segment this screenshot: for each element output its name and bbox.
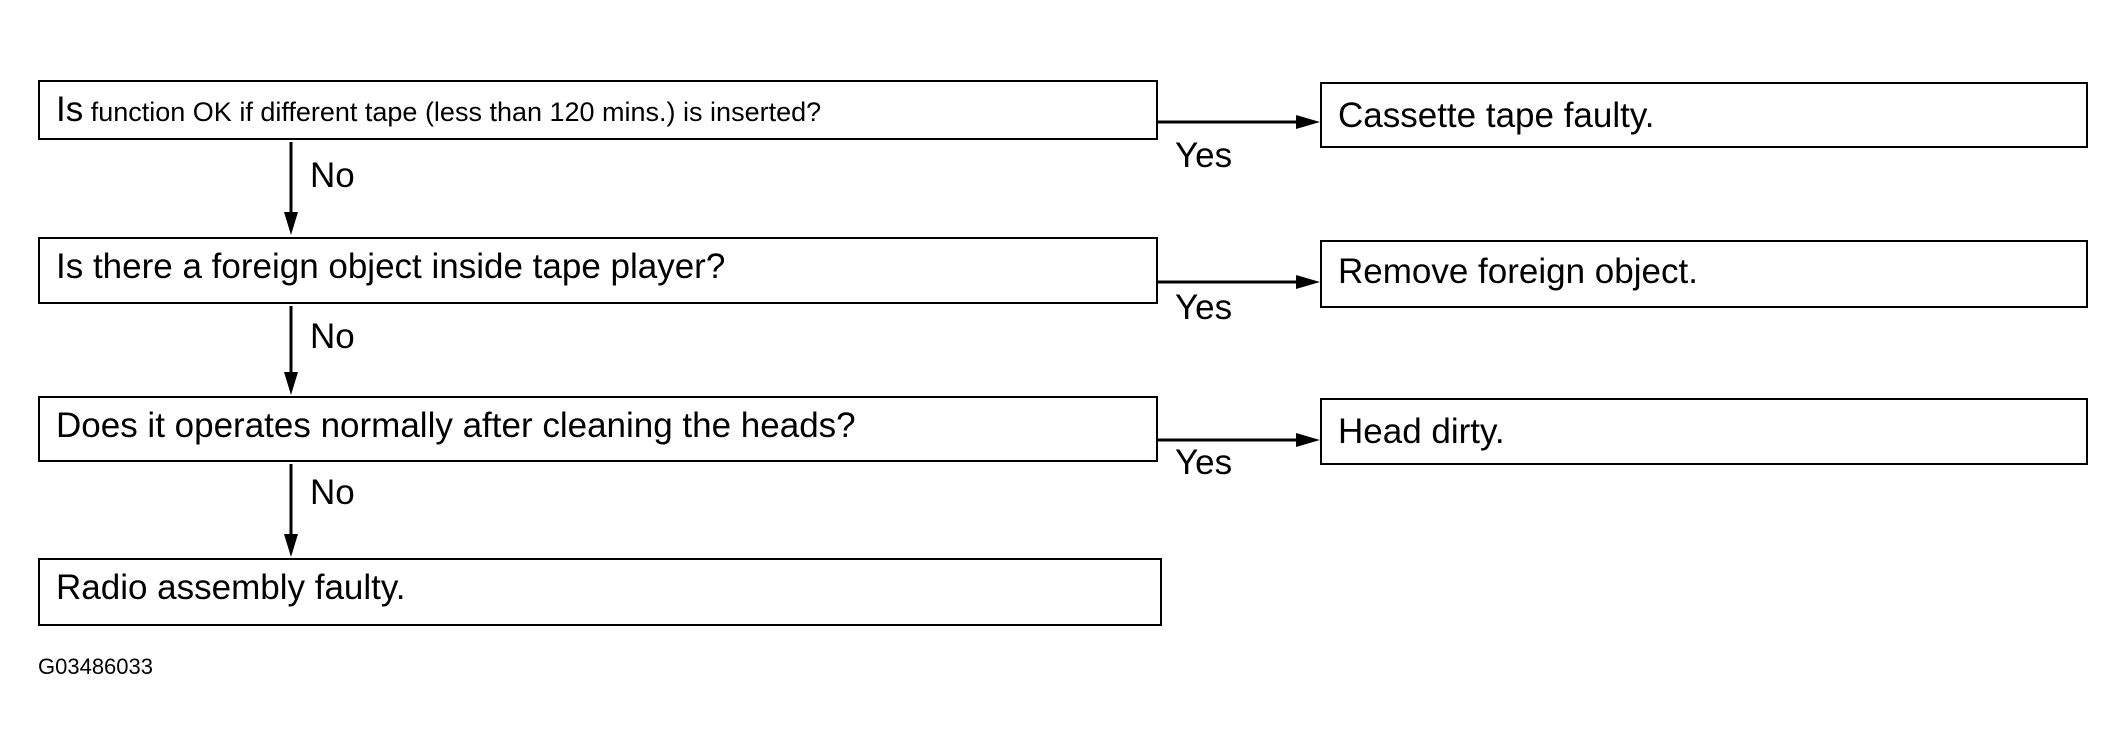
outcome-3-text: Head dirty. — [1338, 412, 1505, 451]
final-outcome-text: Radio assembly faulty. — [56, 568, 406, 607]
question-box-2: Is there a foreign object inside tape pl… — [38, 237, 1158, 304]
question-1-text: function OK if different tape (less than… — [83, 97, 822, 127]
yes-arrow-2-head — [1296, 275, 1320, 289]
yes-label-3: Yes — [1175, 443, 1233, 482]
question-1-first-word: Is — [56, 90, 84, 129]
yes-label-2: Yes — [1175, 288, 1233, 327]
yes-arrow-1-head — [1296, 115, 1320, 129]
final-outcome-box: Radio assembly faulty. — [38, 558, 1162, 626]
no-arrow-2-head — [284, 372, 298, 395]
figure-code: G03486033 — [38, 654, 153, 679]
outcome-box-1: Cassette tape faulty. — [1320, 82, 2088, 148]
question-3-text: Does it operates normally after cleaning… — [56, 406, 856, 445]
no-arrow-1-head — [284, 212, 298, 235]
outcome-2-text: Remove foreign object. — [1338, 252, 1698, 291]
outcome-box-2: Remove foreign object. — [1320, 240, 2088, 308]
yes-arrow-3-head — [1296, 433, 1320, 447]
no-label-2: No — [310, 317, 355, 356]
no-label-3: No — [310, 473, 355, 512]
question-2-text: Is there a foreign object inside tape pl… — [56, 247, 726, 286]
question-box-3: Does it operates normally after cleaning… — [38, 396, 1158, 462]
no-label-1: No — [310, 156, 355, 195]
question-box-1: Is function OK if different tape (less t… — [38, 80, 1158, 140]
outcome-box-3: Head dirty. — [1320, 398, 2088, 465]
outcome-1-text: Cassette tape faulty. — [1338, 96, 1655, 135]
no-arrow-3-head — [284, 534, 298, 557]
yes-label-1: Yes — [1175, 136, 1233, 175]
